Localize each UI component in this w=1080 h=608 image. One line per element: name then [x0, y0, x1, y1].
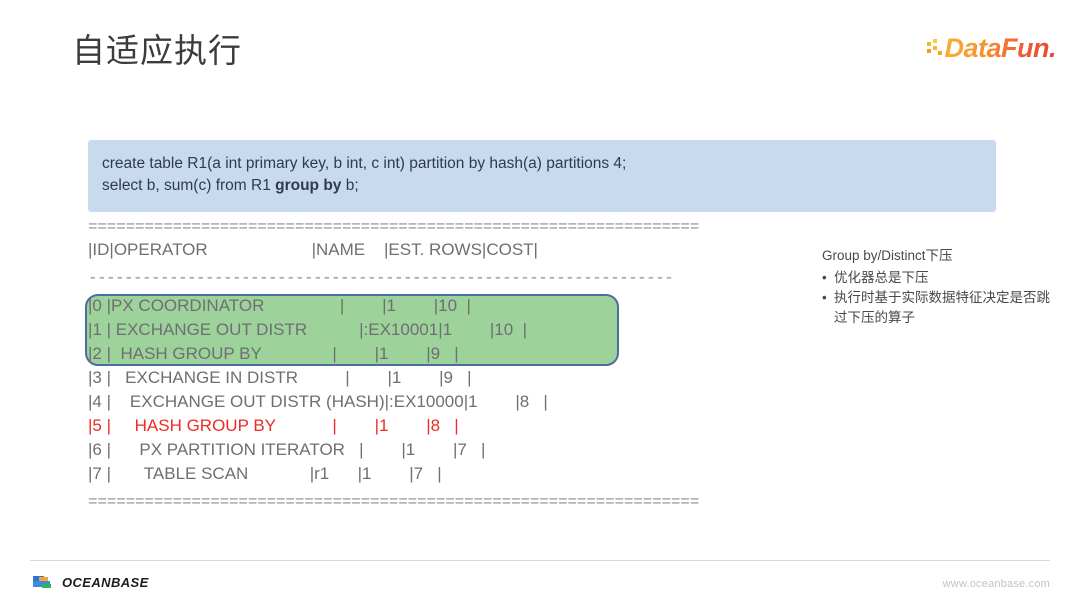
plan-row-7: |7 | TABLE SCAN |r1 |1 |7 |	[88, 464, 442, 483]
footer-url: www.oceanbase.com	[942, 578, 1050, 590]
datafun-logo-text: DataFun.	[944, 33, 1056, 63]
sql-line-select-suffix: b;	[341, 177, 359, 194]
annotation-title: Group by/Distinct下压	[822, 248, 953, 263]
plan-row-1: |1 | EXCHANGE OUT DISTR |:EX10001|1 |10 …	[88, 320, 528, 339]
sql-code-block: create table R1(a int primary key, b int…	[88, 140, 996, 212]
annotation-bullet-1: • 优化器总是下压	[822, 268, 1062, 288]
page-title: 自适应执行	[72, 32, 242, 69]
sql-line-select-prefix: select b, sum(c) from R1	[102, 177, 276, 194]
plan-row-2: |2 | HASH GROUP BY | |1 |9 |	[88, 344, 459, 363]
datafun-dots-icon	[927, 39, 943, 57]
execution-plan: ========================================…	[85, 216, 828, 513]
oceanbase-logo: OCEANBASE	[33, 575, 149, 590]
adaptive-pushdown-highlight-box	[85, 294, 619, 366]
sql-line-create-text: create table R1(a int primary key, b int…	[102, 155, 627, 172]
annotation-panel: Group by/Distinct下压 • 优化器总是下压 • 执行时基于实际数…	[822, 246, 1062, 328]
plan-row-5: |5 | HASH GROUP BY | |1 |8 |	[88, 416, 459, 435]
bullet-icon: •	[822, 270, 827, 285]
plan-top-rule: ========================================…	[88, 218, 700, 236]
plan-rows: |0 |PX COORDINATOR | |1 |10 | |1 | EXCHA…	[85, 294, 828, 486]
plan-header-row: |ID|OPERATOR |NAME |EST. ROWS|COST|	[88, 240, 538, 259]
plan-row-3: |3 | EXCHANGE IN DISTR | |1 |9 |	[88, 368, 472, 387]
bullet-icon: •	[822, 290, 827, 305]
plan-row-0: |0 |PX COORDINATOR | |1 |10 |	[88, 296, 471, 315]
plan-row-4: |4 | EXCHANGE OUT DISTR (HASH)|:EX10000|…	[88, 392, 548, 411]
plan-bottom-rule: ========================================…	[88, 493, 700, 511]
sql-keyword-group-by: group by	[275, 177, 342, 194]
annotation-text-2: 执行时基于实际数据特征决定是否跳过下压的算子	[834, 290, 1050, 325]
sql-line-select: select b, sum(c) from R1 group by b;	[102, 175, 982, 197]
datafun-logo: DataFun.	[927, 33, 1056, 63]
sql-line-create: create table R1(a int primary key, b int…	[102, 153, 982, 175]
annotation-bullet-2: • 执行时基于实际数据特征决定是否跳过下压的算子	[822, 288, 1062, 328]
plan-mid-rule: ----------------------------------------…	[88, 269, 674, 287]
plan-row-6: |6 | PX PARTITION ITERATOR | |1 |7 |	[88, 440, 486, 459]
annotation-text-1: 优化器总是下压	[834, 270, 929, 285]
oceanbase-logo-text: OCEANBASE	[62, 575, 149, 590]
oceanbase-mark-icon	[33, 576, 55, 589]
footer-divider	[30, 560, 1050, 561]
